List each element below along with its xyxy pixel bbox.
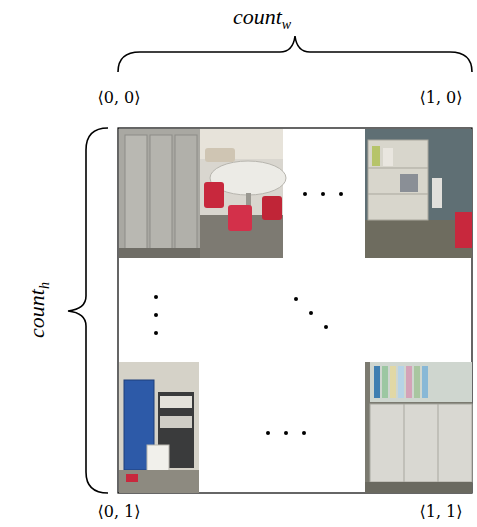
variable-subscript: h <box>37 282 52 289</box>
photo-meeting-table <box>200 129 286 258</box>
variable-name: count <box>24 289 49 338</box>
corner-coordinate: ⟨0, 1⟩ <box>97 502 140 521</box>
width-brace <box>118 36 472 72</box>
photo-closet <box>119 129 200 258</box>
width-count-label: countw <box>233 4 291 33</box>
corner-coordinate: ⟨0, 0⟩ <box>97 88 140 107</box>
corner-coordinate: ⟨1, 0⟩ <box>419 88 462 107</box>
height-count-label: counth <box>24 282 53 338</box>
variable-name: count <box>233 4 282 29</box>
variable-subscript: w <box>282 17 291 32</box>
grid-frame <box>118 128 472 493</box>
photo-blue-door <box>119 362 199 493</box>
corner-coordinate: ⟨1, 1⟩ <box>419 502 462 521</box>
ellipsis-dots <box>154 192 343 435</box>
photo-bookshelves <box>365 362 472 493</box>
height-brace <box>68 128 108 493</box>
photo-shelf <box>365 129 472 258</box>
